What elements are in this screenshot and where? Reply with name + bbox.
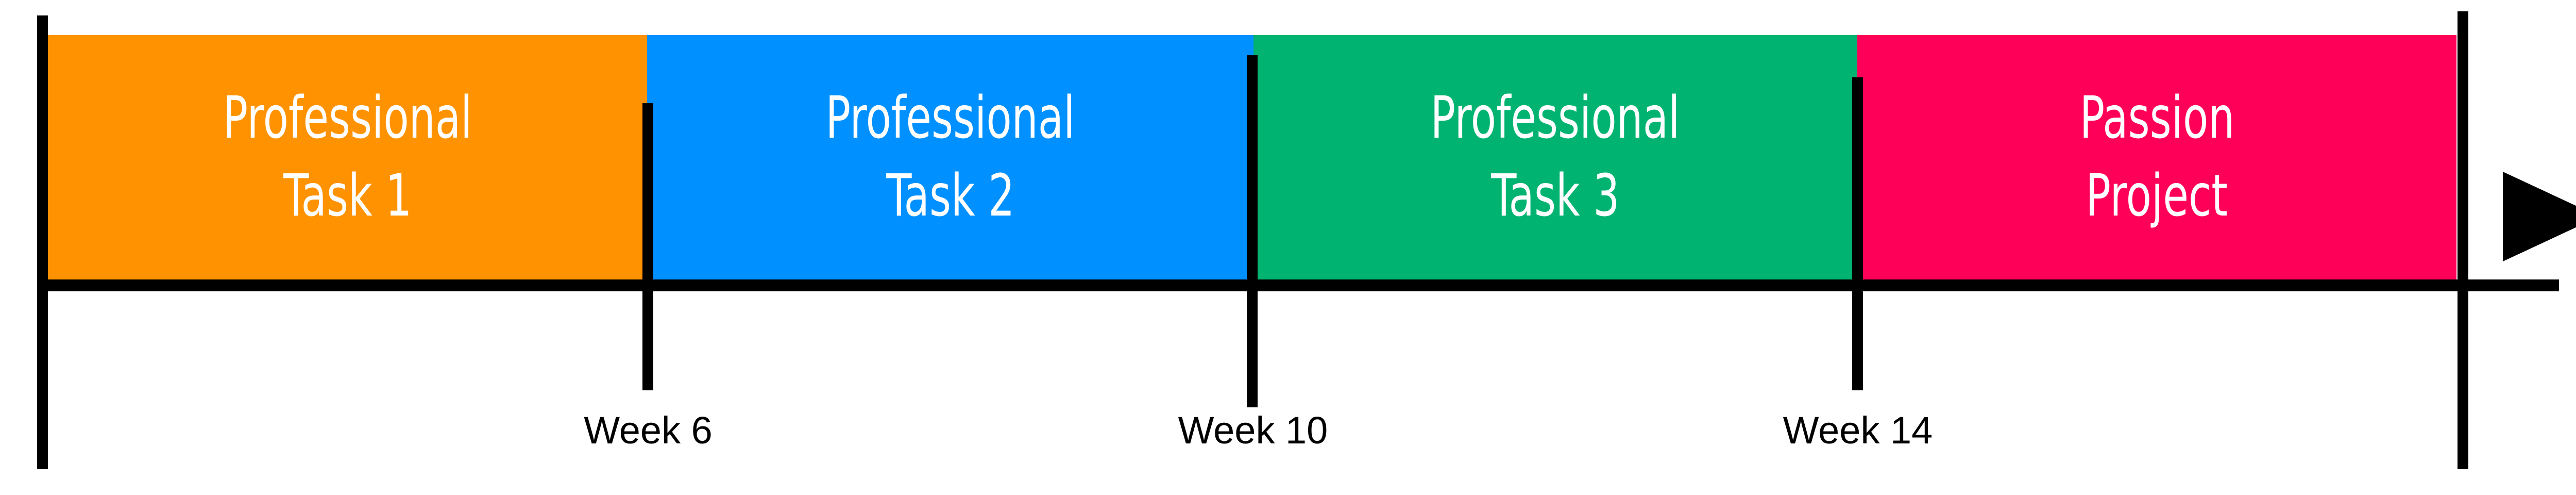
- phase-label-line1: Professional: [223, 85, 472, 152]
- phase-label-line1: Professional: [1430, 85, 1681, 152]
- phase-label-line1: Passion: [2079, 85, 2234, 152]
- phase-bar-professional-task-2[interactable]: Professional Task 2: [647, 35, 1253, 279]
- tick-week-14: [1852, 77, 1863, 390]
- phase-bar-professional-task-3[interactable]: Professional Task 3: [1253, 35, 1857, 279]
- tick-start: [37, 15, 48, 469]
- phase-bar-professional-task-1[interactable]: Professional Task 1: [48, 35, 647, 279]
- phase-label-line2: Project: [2086, 162, 2228, 229]
- phase-bar-passion-project[interactable]: Passion Project: [1857, 35, 2456, 279]
- tick-week-10: [1247, 55, 1258, 407]
- tick-label-week-10: Week 10: [1178, 409, 1328, 452]
- tick-week-6: [642, 103, 653, 390]
- phase-label-line2: Task 3: [1491, 162, 1620, 229]
- tick-label-week-6: Week 6: [584, 409, 713, 452]
- phase-label-line2: Task 1: [283, 162, 412, 229]
- phase-label-line2: Task 2: [886, 162, 1015, 229]
- timeline-axis-line: [37, 279, 2559, 291]
- tick-label-week-14: Week 14: [1783, 409, 1933, 452]
- timeline-arrow-icon: [2503, 172, 2576, 261]
- phase-label-line1: Professional: [825, 85, 1075, 152]
- tick-end: [2458, 11, 2468, 469]
